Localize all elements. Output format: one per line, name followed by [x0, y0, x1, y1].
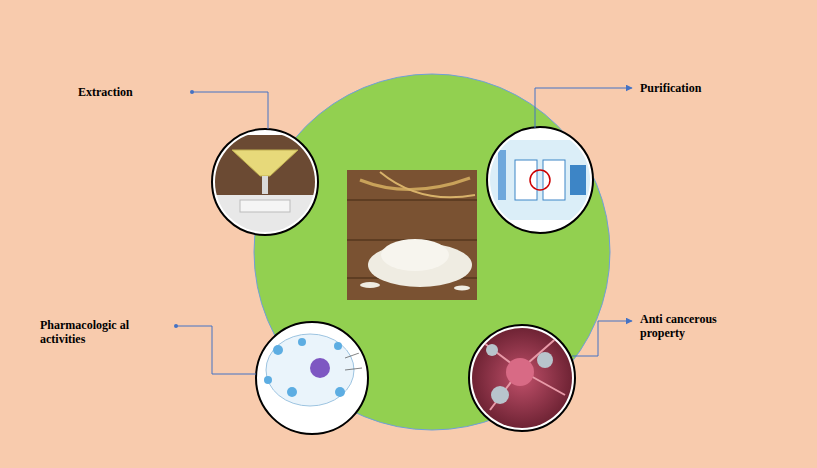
item-label: Anti cancerous property — [640, 312, 740, 340]
extraction-picture — [212, 129, 318, 235]
green-circle — [254, 74, 610, 430]
cancer-cell-picture — [469, 325, 575, 431]
leader-line — [176, 326, 256, 374]
item-label: Extraction — [78, 85, 188, 99]
rice-photo — [347, 170, 477, 300]
cell-picture — [256, 322, 368, 434]
leader-line — [572, 321, 632, 356]
item-label: Purification — [640, 81, 760, 95]
purification-picture — [487, 127, 593, 233]
item-label: Pharmacologic al activities — [40, 318, 132, 346]
leader-line — [535, 88, 632, 128]
leader-line — [192, 92, 268, 129]
